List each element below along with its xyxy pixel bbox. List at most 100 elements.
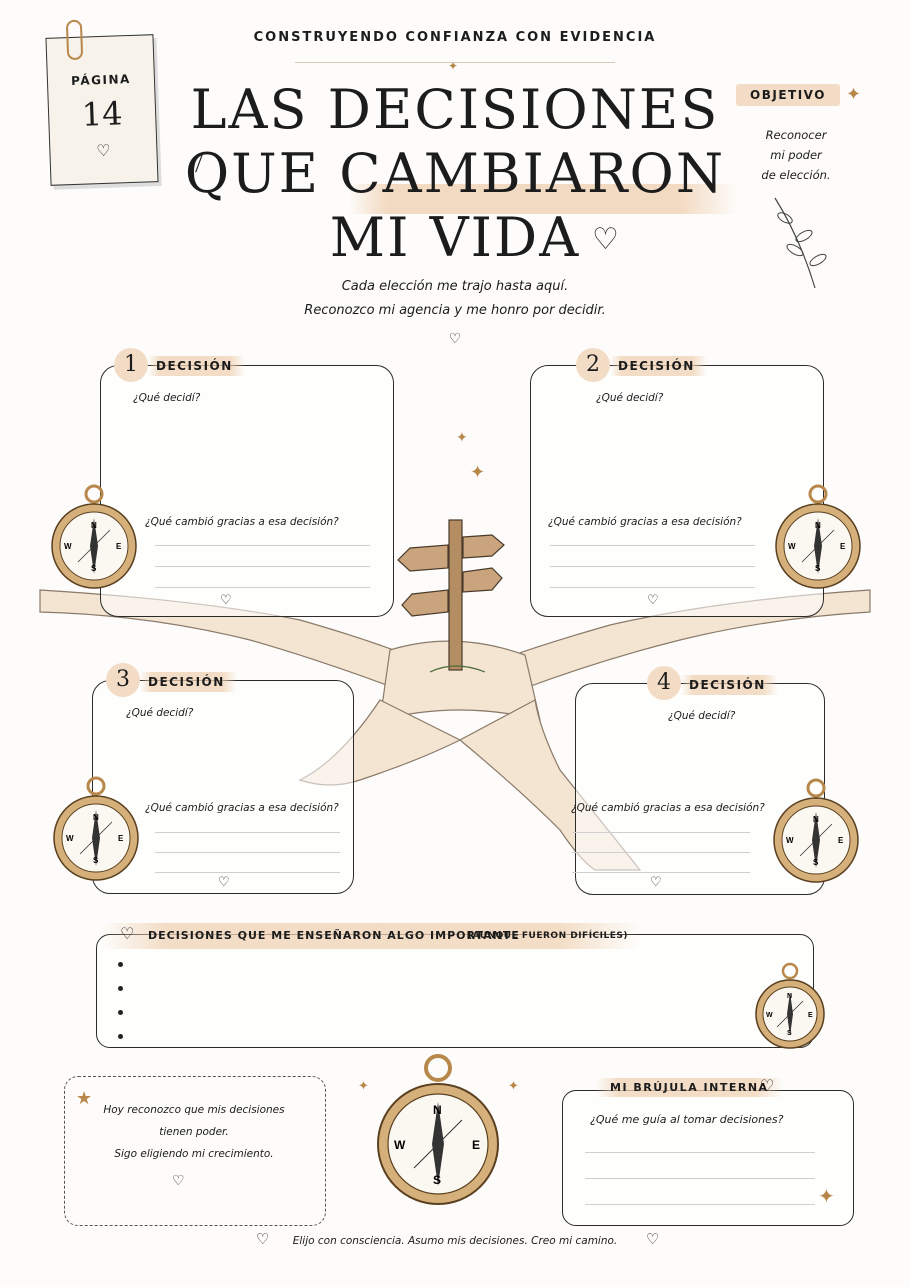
svg-text:E: E (472, 1138, 480, 1152)
footer-text: Elijo con consciencia. Asumo mis decisio… (292, 1235, 618, 1247)
compass-icon: N S E W (51, 484, 137, 589)
svg-text:N: N (91, 521, 97, 530)
subtitle-line2: Reconozco mi agencia y me honro por deci… (304, 303, 606, 318)
title-highlight (348, 184, 738, 214)
bullet-point (118, 986, 123, 991)
compass-icon: N S E W (755, 962, 825, 1049)
heart-icon: ♡ (760, 1078, 775, 1095)
answer-line[interactable] (572, 872, 750, 873)
decision-number-3: 3 (106, 663, 140, 697)
svg-text:W: W (786, 836, 794, 845)
signpost-icon (397, 519, 505, 673)
svg-text:E: E (116, 542, 122, 551)
svg-text:S: S (787, 1030, 792, 1037)
star-icon: ★ (76, 1088, 93, 1108)
decision-card-1 (100, 365, 394, 617)
inner-compass-title: MI BRÚJULA INTERNA (596, 1078, 783, 1097)
decision-card-3 (92, 680, 354, 894)
svg-text:E: E (840, 542, 846, 551)
page-title-line3: MI VIDA (329, 206, 581, 269)
svg-text:N: N (787, 993, 792, 1000)
heart-icon: ♡ (218, 874, 230, 889)
eyebrow-title: CONSTRUYENDO CONFIANZA CON EVIDENCIA (253, 30, 657, 45)
answer-line[interactable] (572, 832, 750, 833)
affirmation-line1: Hoy reconozco que mis decisiones (103, 1104, 285, 1116)
svg-text:S: S (93, 856, 99, 865)
eyebrow-divider (295, 62, 615, 63)
svg-text:✦: ✦ (448, 59, 458, 73)
answer-line[interactable] (155, 852, 340, 853)
heart-icon: ♡ (646, 1231, 660, 1248)
svg-text:E: E (808, 1012, 813, 1019)
svg-text:W: W (66, 834, 74, 843)
decision-number-2: 2 (576, 348, 610, 382)
svg-text:N: N (813, 815, 819, 824)
page-title-line1: LAS DECISIONES (190, 78, 720, 141)
heart-icon: ♡ (172, 1172, 185, 1188)
compass-icon: N S E W (53, 776, 139, 881)
svg-text:N: N (433, 1103, 442, 1117)
objective-line2: mi poder (770, 148, 822, 162)
sparkle-icon: ✦ (358, 1078, 369, 1093)
heart-icon: ♡ (647, 592, 659, 607)
bullet-point (118, 962, 123, 967)
answer-line[interactable] (155, 545, 370, 546)
objective-label: OBJETIVO (736, 84, 840, 106)
answer-line[interactable] (155, 832, 340, 833)
compass-icon: N S E W (775, 484, 861, 589)
answer-line[interactable] (585, 1178, 815, 1179)
decision-label-4: DECISIÓN (681, 675, 778, 695)
objective-line1: Reconocer (765, 128, 827, 142)
objective-line3: de elección. (761, 168, 831, 182)
subtitle-line1: Cada elección me trajo hasta aquí. (341, 279, 569, 294)
answer-line[interactable] (585, 1204, 815, 1205)
answer-line[interactable] (550, 566, 755, 567)
decision-4-what: ¿Qué decidí? (668, 710, 736, 722)
svg-text:W: W (64, 542, 72, 551)
bullet-point (118, 1034, 123, 1039)
lessons-title: DECISIONES QUE ME ENSEÑARON ALGO IMPORTA… (148, 929, 520, 942)
leaf-sprig-icon (774, 197, 827, 289)
decision-1-what: ¿Qué decidí? (133, 392, 201, 404)
lessons-header (100, 923, 640, 949)
lessons-title-note: (AUNQUE FUERON DIFÍCILES) (468, 931, 628, 941)
large-compass-icon: N S E W (377, 1054, 499, 1205)
decision-3-change: ¿Qué cambió gracias a esa decisión? (145, 802, 339, 814)
svg-text:N: N (93, 813, 99, 822)
svg-text:✦: ✦ (846, 84, 861, 104)
svg-text:E: E (118, 834, 124, 843)
heart-icon: ♡ (256, 1231, 270, 1248)
decision-2-what: ¿Qué decidí? (596, 392, 664, 404)
decision-3-what: ¿Qué decidí? (126, 707, 194, 719)
inner-compass-box (562, 1090, 854, 1226)
sparkle-icon: ✦ (508, 1078, 519, 1093)
answer-line[interactable] (550, 587, 755, 588)
subtitle-heart-icon: ♡ (448, 330, 462, 346)
heart-icon: ♡ (120, 926, 135, 943)
bullet-point (118, 1010, 123, 1015)
inner-compass-question: ¿Qué me guía al tomar decisiones? (590, 1113, 784, 1126)
answer-line[interactable] (155, 566, 370, 567)
svg-text:S: S (815, 564, 821, 573)
decision-4-change: ¿Qué cambió gracias a esa decisión? (571, 802, 765, 814)
answer-line[interactable] (585, 1152, 815, 1153)
answer-line[interactable] (155, 587, 370, 588)
answer-line[interactable] (550, 545, 755, 546)
title-heart-icon: ♡ (592, 223, 619, 256)
answer-line[interactable] (572, 852, 750, 853)
svg-text:W: W (766, 1012, 773, 1019)
sparkle-icon: ✦ (818, 1186, 835, 1208)
svg-text:W: W (394, 1138, 406, 1152)
svg-text:E: E (838, 836, 844, 845)
svg-text:S: S (91, 564, 97, 573)
heart-icon: ♡ (220, 592, 232, 607)
svg-text:S: S (813, 858, 819, 867)
decision-label-3: DECISIÓN (140, 672, 237, 692)
svg-text:✦: ✦ (456, 429, 468, 445)
decision-label-2: DECISIÓN (610, 356, 707, 376)
svg-text:W: W (788, 542, 796, 551)
svg-text:✦: ✦ (470, 462, 485, 482)
answer-line[interactable] (155, 872, 340, 873)
heart-icon: ♡ (650, 874, 662, 889)
affirmation-line3: Sigo eligiendo mi crecimiento. (114, 1148, 274, 1160)
